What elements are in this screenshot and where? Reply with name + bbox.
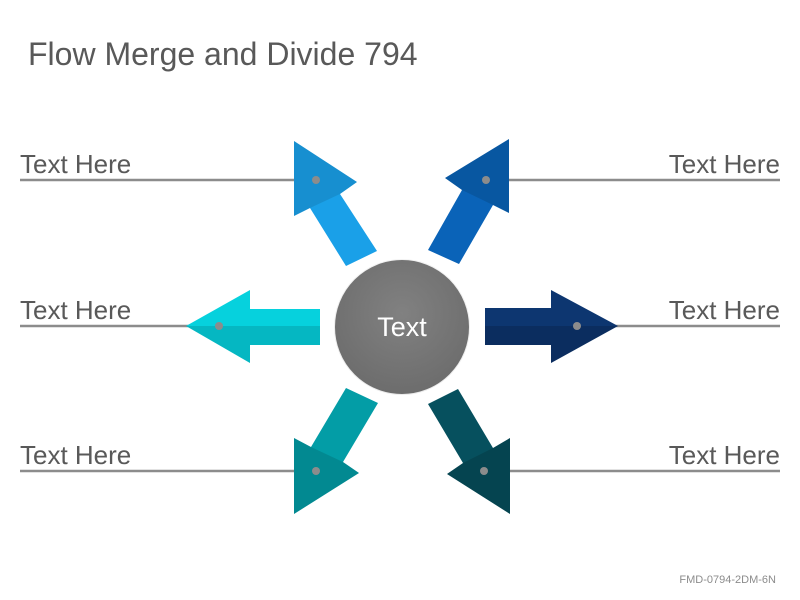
label-mid-right: Text Here [668, 295, 780, 325]
connector-dot-bottom-left [312, 467, 320, 475]
arrow-down-right-icon [428, 389, 510, 514]
footer-code: FMD-0794-2DM-6N [679, 574, 776, 586]
arrow-right-icon [485, 290, 618, 363]
center-label: Text [377, 312, 427, 342]
connector-dot-top-right [482, 176, 490, 184]
slide-title: Flow Merge and Divide 794 [28, 36, 418, 72]
label-top-left: Text Here [20, 149, 132, 179]
center-node: Text [333, 258, 471, 396]
arrow-down-left-icon [294, 388, 378, 514]
label-bottom-left: Text Here [20, 440, 132, 470]
connector-dots [215, 176, 581, 475]
label-bottom-right: Text Here [668, 440, 780, 470]
arrow-left-icon [186, 290, 320, 363]
connector-dot-top-left [312, 176, 320, 184]
arrow-up-right-icon [428, 139, 509, 264]
connector-dot-mid-right [573, 322, 581, 330]
label-top-right: Text Here [668, 149, 780, 179]
arrow-up-left-icon [294, 141, 377, 266]
connector-dot-mid-left [215, 322, 223, 330]
label-mid-left: Text Here [20, 295, 132, 325]
connector-dot-bottom-right [480, 467, 488, 475]
